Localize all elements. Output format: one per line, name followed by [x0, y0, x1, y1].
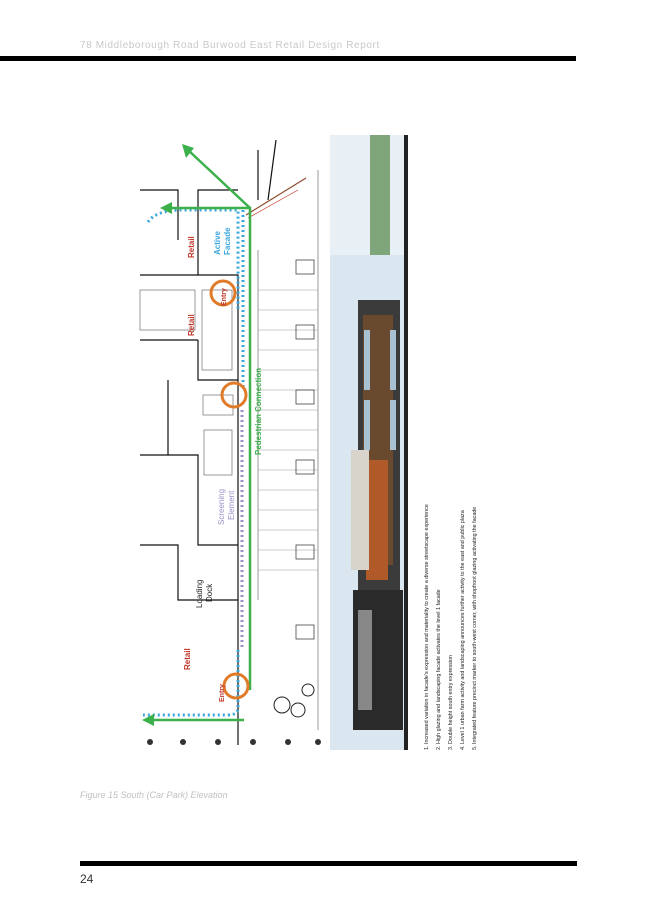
note-3: 3. Double height south entry expression — [448, 655, 454, 750]
label-element: Element — [227, 490, 236, 520]
report-header-title: 78 Middleborough Road Burwood East Retai… — [80, 40, 380, 51]
note-1: 1. Increased variation in facade's expre… — [424, 504, 430, 750]
label-loading: Loading — [195, 580, 204, 608]
design-notes: 1. Increased variation in facade's expre… — [424, 504, 478, 750]
page-number: 24 — [80, 872, 94, 886]
note-4: 4. Level 1 urban farm activity and lands… — [460, 510, 466, 750]
label-dock: Dock — [205, 583, 214, 602]
note-2: 2. High glazing and landscaping facade a… — [436, 589, 442, 750]
note-5: 5. Integrated feature precinct marker to… — [472, 507, 478, 750]
label-retail-mid: Retail — [187, 314, 196, 336]
label-screening: Screening — [217, 489, 226, 525]
label-facade: Facade — [223, 227, 232, 255]
header-rule — [0, 56, 576, 61]
label-pedestrian-connection: Pedestrian Connection — [254, 368, 263, 455]
south-elevation-figure: Retail Active Facade Entry Retail Pedest… — [138, 130, 498, 755]
label-entry-bottom: Entry — [219, 684, 226, 702]
label-retail-top: Retail — [187, 236, 196, 258]
elevation-rendering — [330, 135, 408, 750]
figure-caption: Figure 15 South (Car Park) Elevation — [80, 790, 228, 800]
label-active: Active — [213, 230, 222, 255]
footer-rule — [80, 861, 577, 866]
label-entry-top: Entry — [221, 288, 228, 306]
label-retail-bottom: Retail — [183, 648, 192, 670]
